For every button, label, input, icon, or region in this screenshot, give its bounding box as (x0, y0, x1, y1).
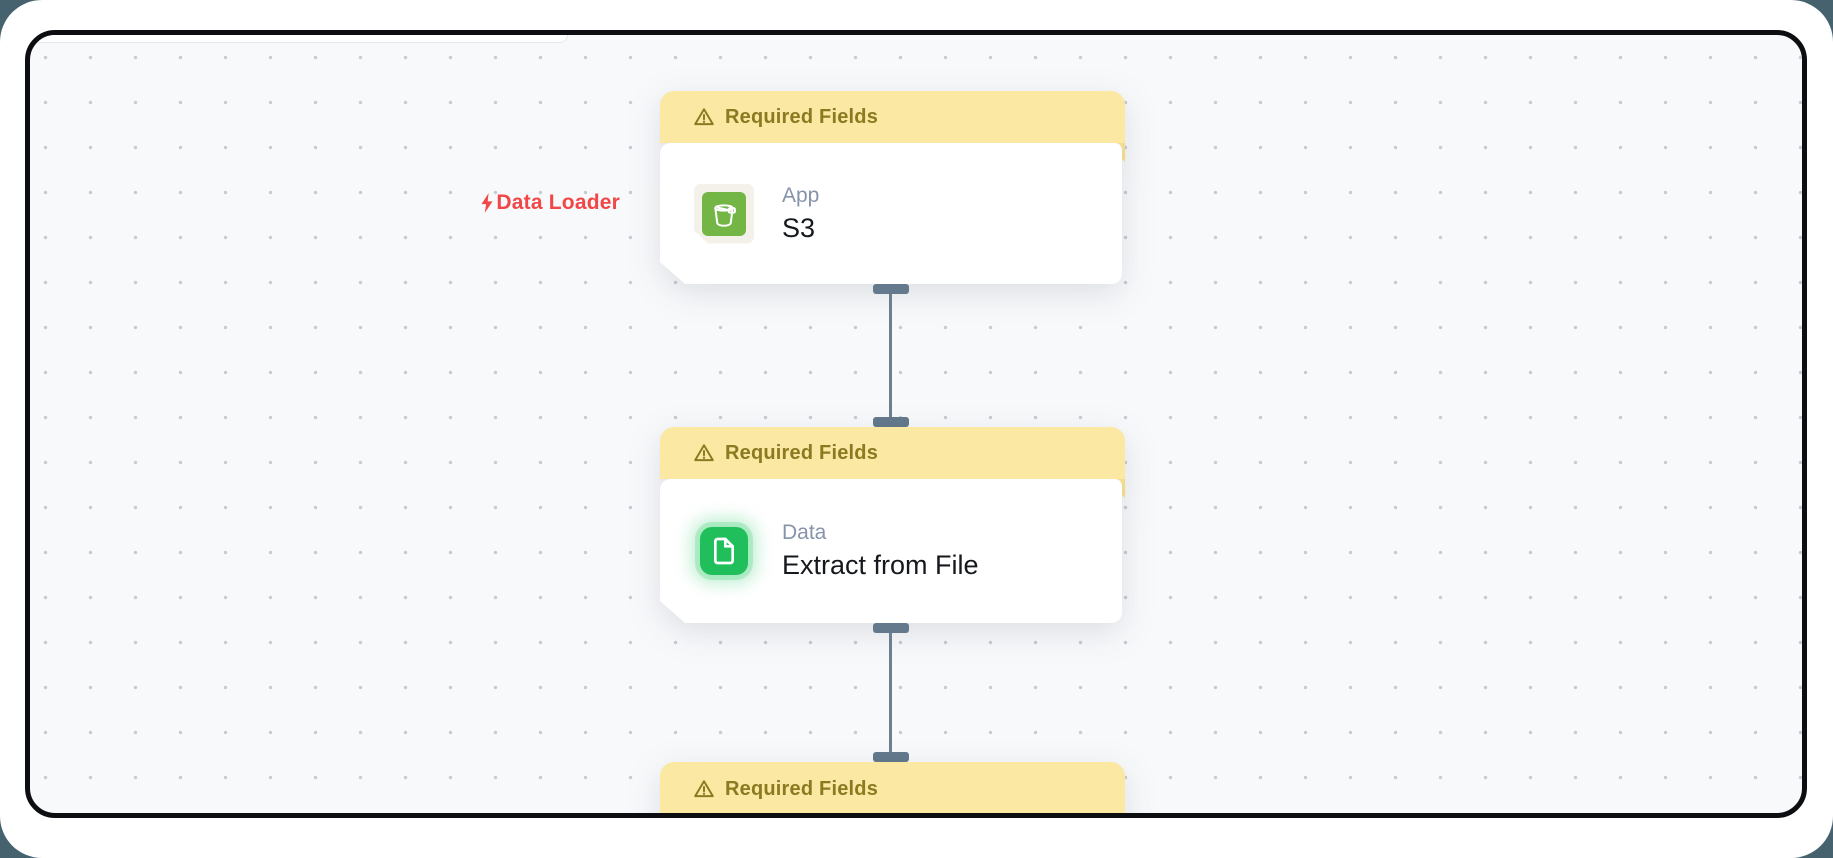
connector-line (889, 623, 892, 763)
connector-handle-out-s3[interactable] (873, 284, 909, 294)
s3-bucket-icon (702, 192, 746, 236)
node-title: S3 (782, 212, 816, 243)
node-card[interactable]: Data Extract from File (660, 479, 1122, 623)
phase-label-data-loader[interactable]: Data Loader (370, 190, 620, 216)
phase-label-text: Data Loader (496, 191, 620, 214)
flow-canvas-frame: Data Loader Required Fields (25, 30, 1807, 818)
flow-canvas[interactable]: Data Loader Required Fields (30, 35, 1802, 813)
node-extract-from-file[interactable]: Required Fields Data (660, 427, 1125, 623)
connector-line (889, 284, 892, 429)
toolbar-remnant (30, 35, 568, 43)
warning-icon (693, 442, 715, 464)
node-s3[interactable]: Required Fields (660, 91, 1125, 284)
icon-tile (694, 184, 754, 244)
warning-banner-label: Required Fields (725, 777, 879, 800)
lightning-icon (479, 192, 495, 214)
warning-icon (693, 778, 715, 800)
warning-banner: Required Fields (660, 762, 1125, 813)
connector-handle-out-extract[interactable] (873, 623, 909, 633)
warning-banner-label: Required Fields (725, 105, 879, 128)
node-title: Extract from File (782, 550, 979, 580)
warning-icon (693, 106, 715, 128)
node-category: App (782, 183, 820, 207)
warning-banner-label: Required Fields (725, 441, 879, 464)
node-category: Data (782, 521, 827, 544)
warning-banner: Required Fields (660, 427, 1125, 479)
icon-tile (694, 521, 754, 581)
connector-handle-in-next[interactable] (873, 752, 909, 762)
node-partial[interactable]: Required Fields (660, 762, 1125, 813)
file-document-icon (700, 527, 748, 575)
warning-banner: Required Fields (660, 91, 1125, 143)
connector-handle-in-extract[interactable] (873, 417, 909, 427)
node-card[interactable]: App S3 (660, 143, 1122, 284)
